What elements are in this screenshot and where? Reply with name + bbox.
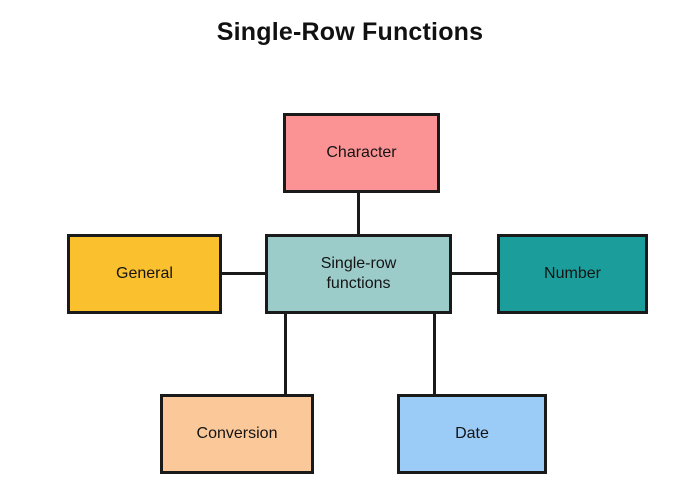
connector-center-to-date [433, 311, 436, 396]
page-title: Single-Row Functions [216, 18, 484, 46]
node-single-row-functions[interactable]: Single-row functions [265, 234, 452, 314]
connector-center-to-character [357, 190, 360, 236]
node-date[interactable]: Date [397, 394, 547, 474]
connector-center-to-general [220, 272, 267, 275]
node-number[interactable]: Number [497, 234, 648, 314]
node-general[interactable]: General [67, 234, 222, 314]
connector-center-to-conversion [284, 311, 287, 396]
connector-center-to-number [450, 272, 499, 275]
node-conversion[interactable]: Conversion [160, 394, 314, 474]
node-character[interactable]: Character [283, 113, 440, 193]
